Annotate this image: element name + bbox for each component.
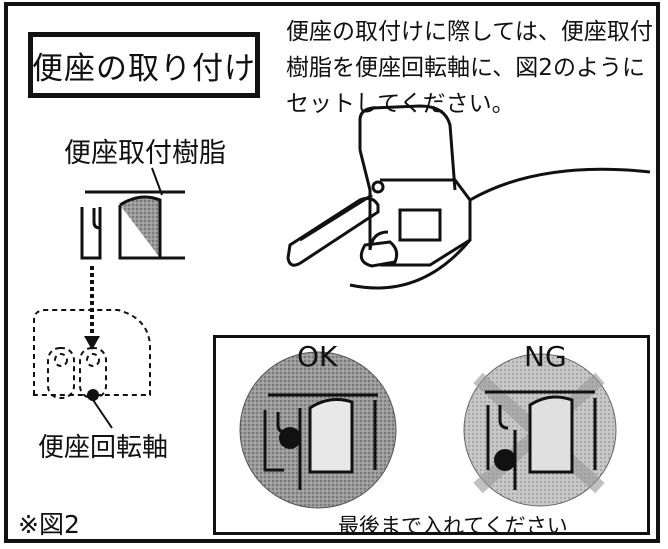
insert-arrow	[84, 266, 100, 350]
ng-label: NG	[524, 340, 567, 373]
axis-leader-line	[92, 399, 113, 429]
rotation-axis-dot	[87, 389, 99, 401]
outer-frame	[4, 2, 660, 543]
resin-section-detail	[80, 167, 185, 260]
insert-fully-caption: 最後まで入れてください	[338, 514, 568, 538]
ng-example	[463, 353, 617, 507]
resin-label: 便座取付樹脂	[64, 138, 226, 169]
section-title: 便座の取り付け	[28, 32, 260, 98]
instruction-text: 便座の取付けに際しては、便座取付 樹脂を便座回転軸に、図2のように セットしてく…	[286, 19, 653, 117]
hinge-3d-illustration	[286, 104, 651, 290]
ok-label: OK	[297, 340, 338, 373]
ok-example	[239, 351, 397, 509]
rotation-axis-label: 便座回転軸	[38, 433, 169, 463]
ok-ng-comparison-panel	[213, 335, 650, 535]
figure-number: ※図2	[18, 510, 80, 539]
